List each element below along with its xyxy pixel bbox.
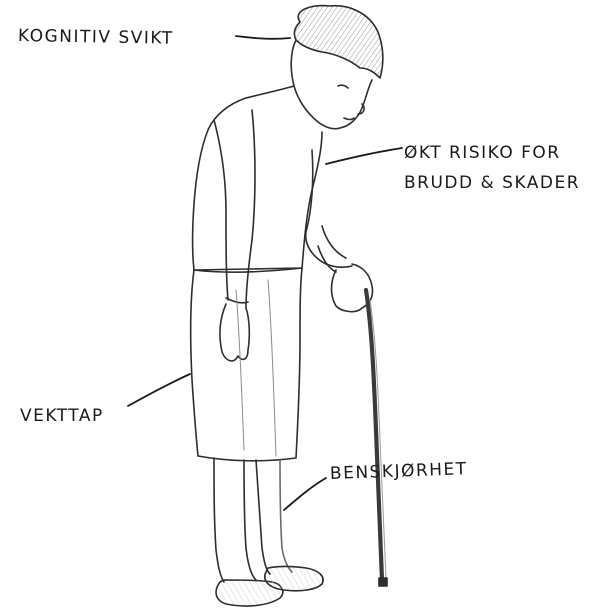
arm-right-inner: [322, 226, 346, 258]
face-mouth: [344, 118, 354, 120]
skirt-fold-2: [268, 280, 276, 456]
leg-left-inner: [244, 460, 256, 580]
line-fracture: [326, 148, 402, 164]
leg-right: [256, 460, 270, 574]
face-eye: [338, 85, 348, 88]
hand-left: [220, 304, 249, 361]
cane-tip: [379, 578, 387, 586]
label-fracture-risk-line1: ØKT RISIKO FOR: [404, 138, 580, 168]
line-weight: [128, 374, 190, 406]
shoulders: [208, 86, 294, 130]
leg-right-inner: [280, 460, 292, 572]
arm-right: [306, 150, 352, 267]
skirt-fold: [236, 290, 244, 450]
label-fracture-risk-line2: BRUDD & SKADER: [404, 168, 580, 198]
line-bone: [284, 478, 326, 510]
shoe-right: [265, 567, 323, 591]
line-cognitive: [236, 36, 290, 39]
label-cognitive-decline: KOGNITIV SVIKT: [18, 26, 174, 49]
arm-left: [214, 110, 255, 308]
hair: [294, 6, 382, 78]
leg-left: [214, 458, 224, 582]
torso: [193, 130, 323, 270]
label-weight-loss: VEKTTAP: [20, 406, 104, 426]
label-fracture-risk: ØKT RISIKO FOR BRUDD & SKADER: [404, 138, 580, 198]
sleeve-cuff-right: [318, 246, 336, 272]
